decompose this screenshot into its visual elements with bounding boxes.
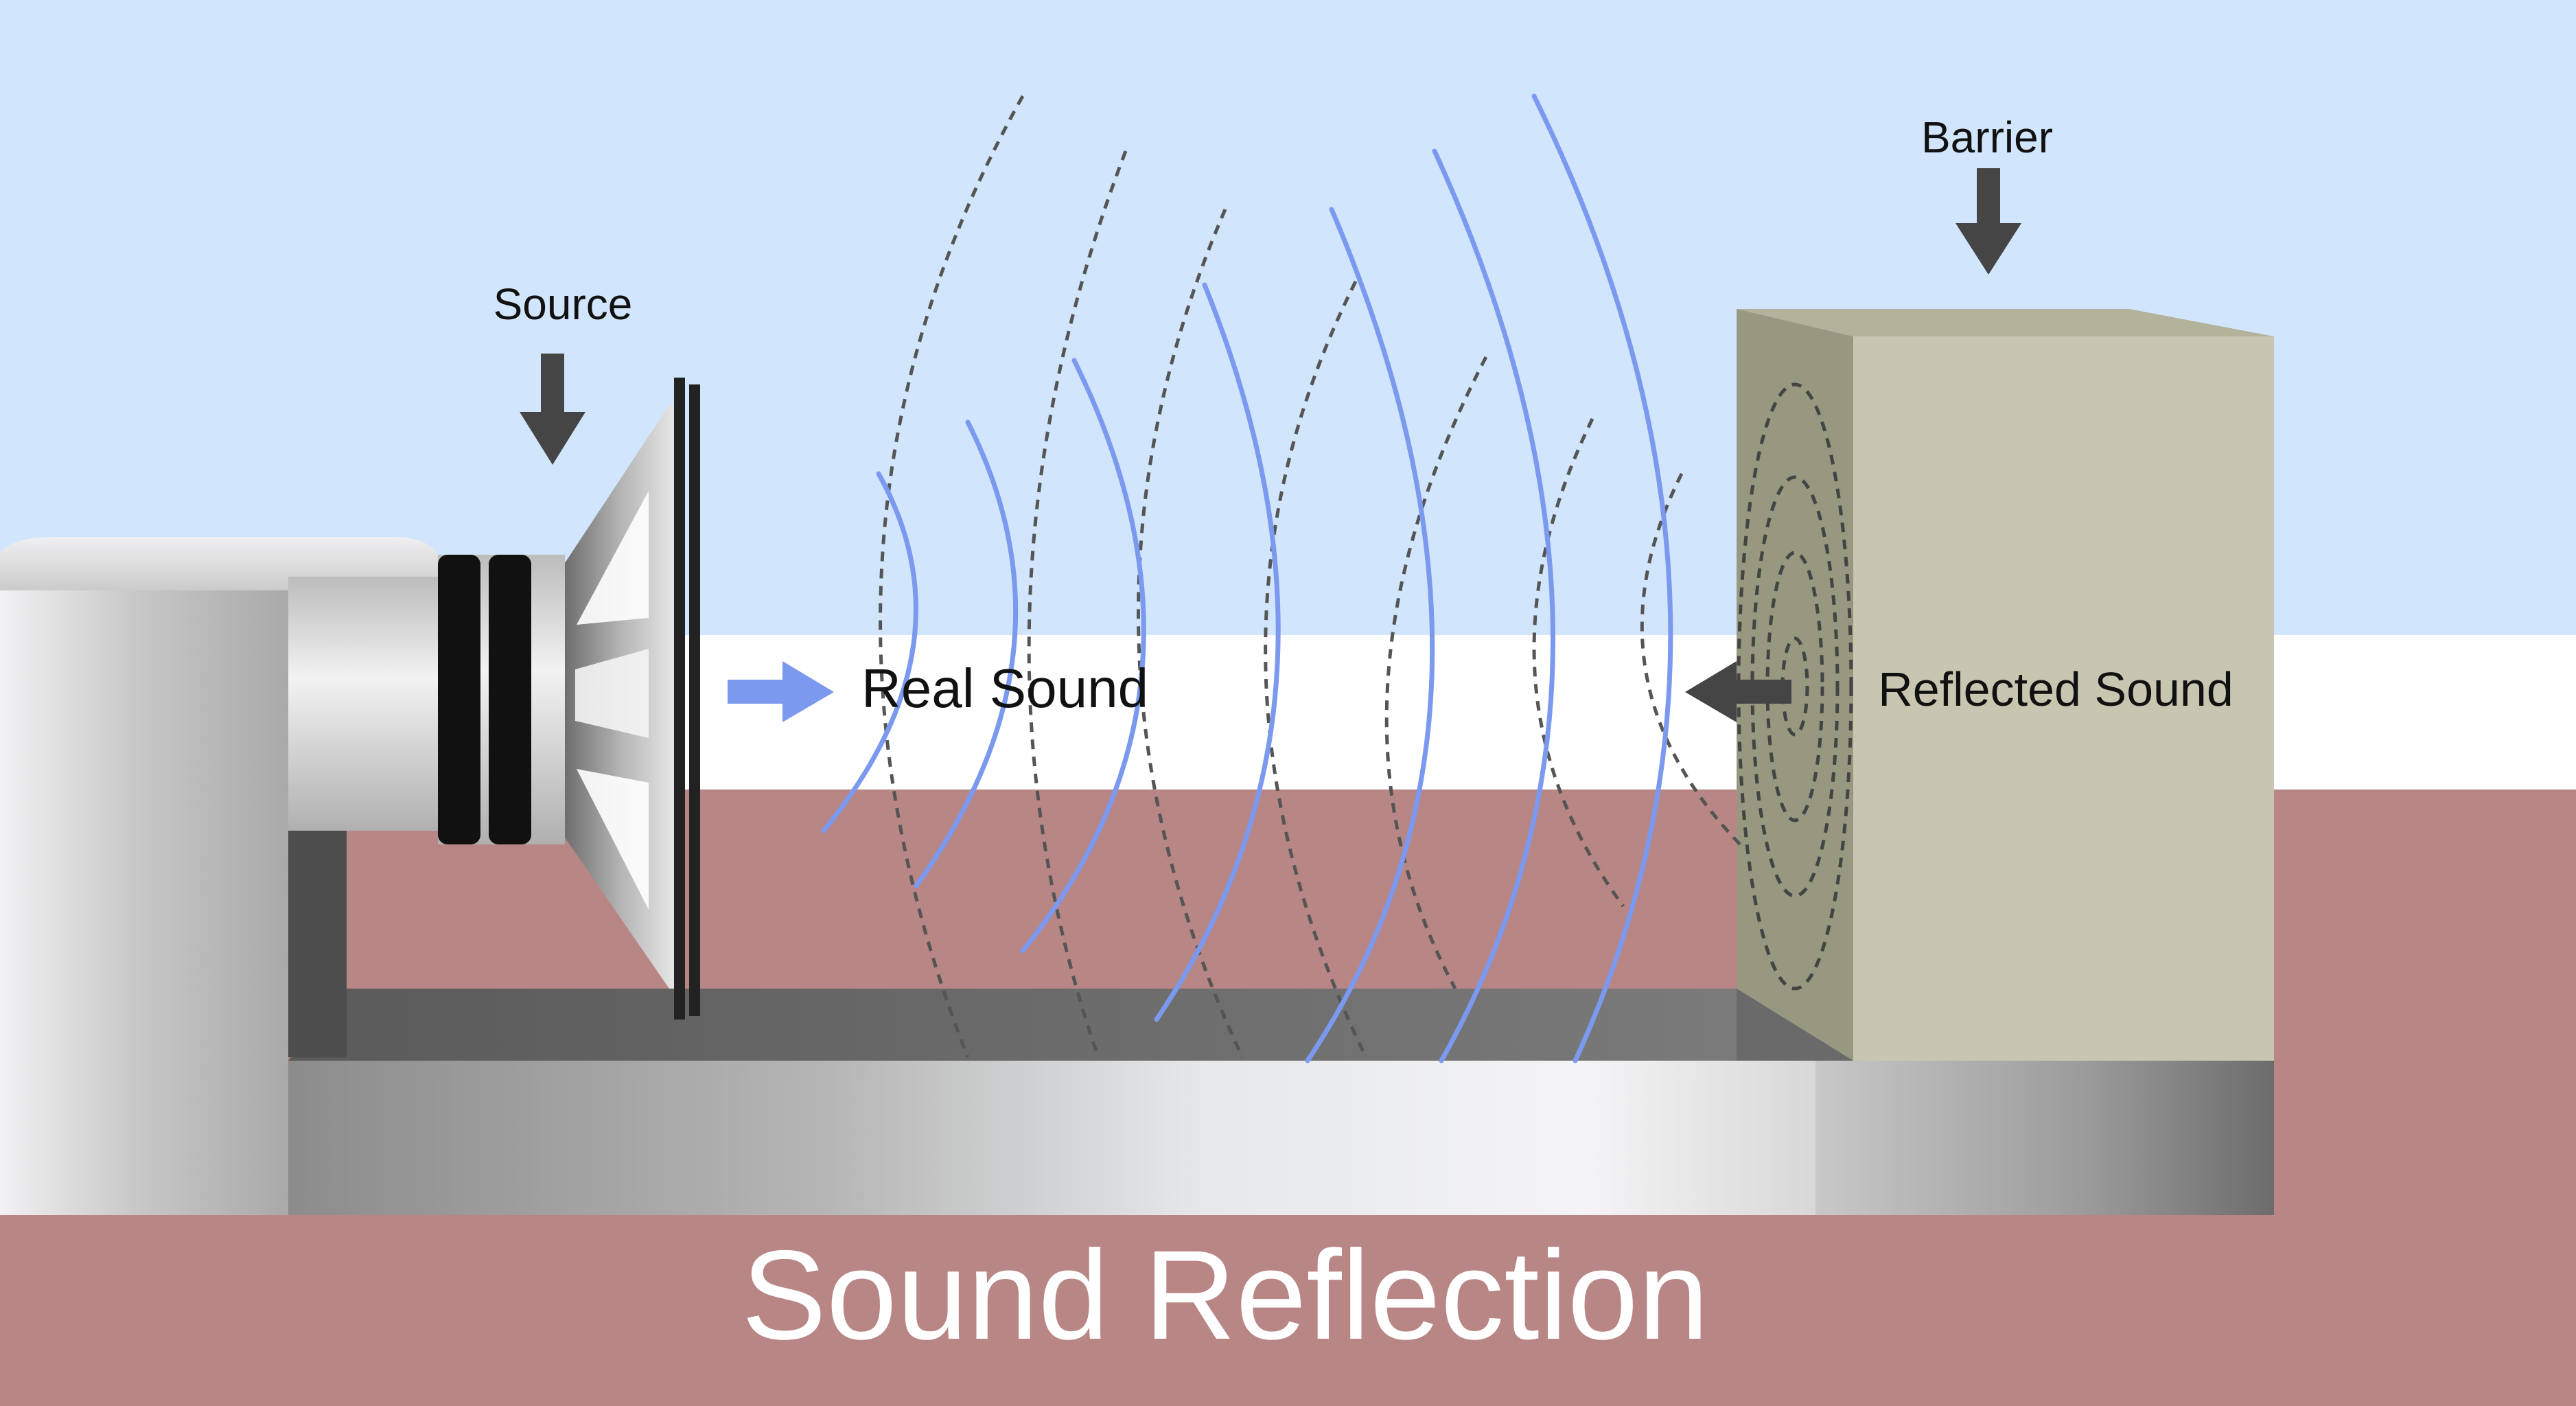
real-wave (1154, 282, 1281, 1022)
reflected-sound-label: Reflected Sound (1878, 662, 2233, 716)
reflected-sound-arrow-icon (1685, 661, 1791, 722)
real-wave (821, 471, 918, 833)
real-wave (1531, 93, 1673, 1063)
real-wave (1305, 207, 1435, 1063)
reflected-wave (1137, 209, 1244, 1059)
real-sound-arrow-icon (728, 661, 834, 722)
real-sound-label: Real Sound (861, 658, 1148, 719)
speaker-magnet (438, 555, 565, 844)
barrier-block (1737, 309, 2274, 1061)
source-arrow-icon (520, 354, 585, 465)
barrier-arrow-icon (1956, 168, 2021, 275)
diagram-title: Sound Reflection (742, 1225, 1709, 1366)
reflected-waves (879, 95, 1745, 1059)
platform-top-surface (288, 989, 1815, 1061)
source-label: Source (494, 279, 633, 329)
barrier-front-face (1853, 336, 2274, 1061)
reflected-wave (1264, 280, 1368, 1059)
speaker-housing (0, 537, 439, 1215)
barrier-label: Barrier (1921, 113, 2053, 162)
speaker-rim (674, 378, 685, 1019)
platform-right-front (1815, 1061, 2274, 1215)
reflected-wave (1384, 356, 1488, 990)
platform-side-wall (288, 814, 347, 1057)
real-wave (1432, 148, 1555, 1063)
real-wave (914, 419, 1019, 888)
barrier-side-face (1737, 309, 1853, 1061)
barrier-top (1737, 309, 2274, 336)
reflected-wave (1027, 150, 1128, 1058)
real-waves (821, 93, 1673, 1063)
speaker-cone (565, 378, 700, 1019)
platform-front (288, 1061, 1815, 1215)
reflected-wave (1640, 472, 1745, 849)
real-wave (1020, 358, 1146, 954)
reflected-wave (1532, 417, 1625, 908)
